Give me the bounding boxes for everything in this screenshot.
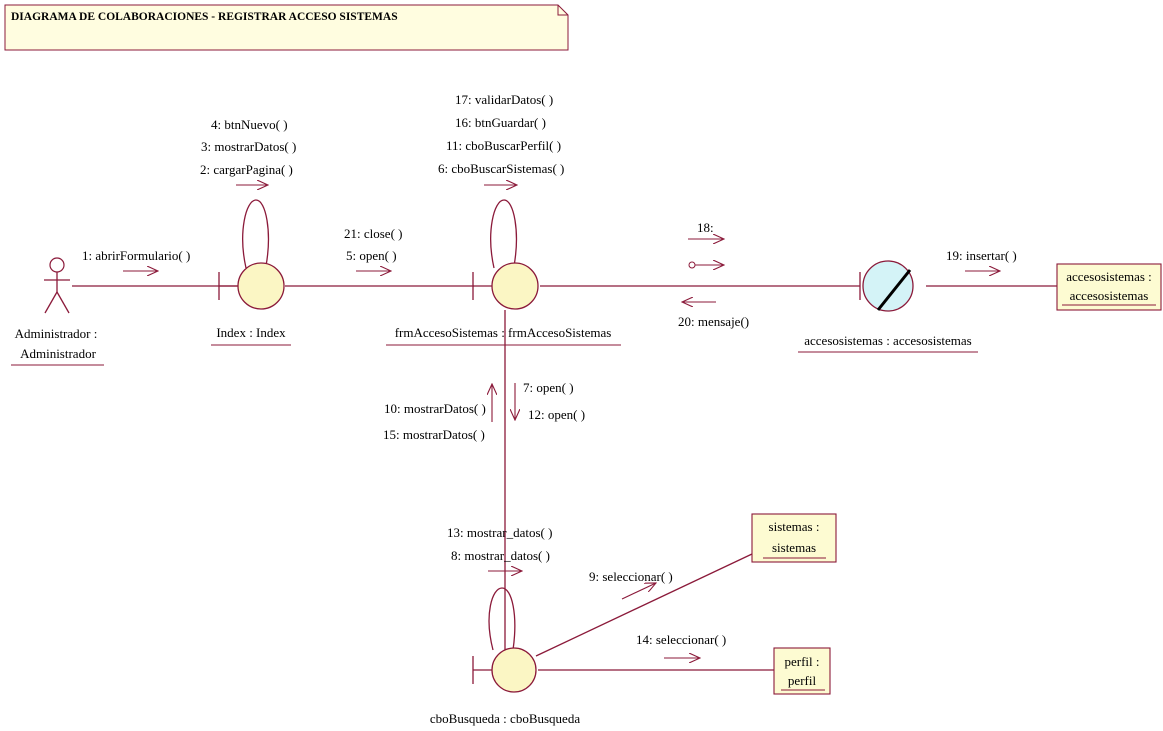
table-perfil-name: perfil : <box>784 654 819 669</box>
actor-name: Administrador : <box>15 326 98 341</box>
actor-type: Administrador <box>20 346 96 361</box>
msg-label-6: 6: cboBuscarSistemas( ) <box>438 161 564 176</box>
msg-label-7: 7: open( ) <box>523 380 574 395</box>
msg-label-15: 15: mostrarDatos( ) <box>383 427 485 442</box>
table-accesosistemas-type: accesosistemas <box>1070 288 1149 303</box>
msg-label-21: 21: close( ) <box>344 226 402 241</box>
table-accesosistemas: accesosistemas : accesosistemas <box>1056 263 1162 311</box>
msg-label-2: 2: cargarPagina( ) <box>200 162 293 177</box>
diagram-title-note: DIAGRAMA DE COLABORACIONES - REGISTRAR A… <box>4 4 569 51</box>
msg-label-18: 18: <box>697 220 714 235</box>
msg-label-17: 17: validarDatos( ) <box>455 92 553 107</box>
msg-label-20: 20: mensaje() <box>678 314 749 329</box>
msg-label-11: 11: cboBuscarPerfil( ) <box>446 138 561 153</box>
cbo-boundary-object <box>472 647 537 693</box>
msg-label-5: 5: open( ) <box>346 248 397 263</box>
msg-label-4: 4: btnNuevo( ) <box>211 117 288 132</box>
msg-label-16: 16: btnGuardar( ) <box>455 115 546 130</box>
self-link-index <box>242 199 269 269</box>
self-link-cbo <box>488 587 516 651</box>
msg-label-1: 1: abrirFormulario( ) <box>82 248 190 263</box>
msg-label-12: 12: open( ) <box>528 407 585 422</box>
cbo-label: cboBusqueda : cboBusqueda <box>430 711 580 726</box>
frm-label: frmAccesoSistemas : frmAccesoSistemas <box>395 325 612 340</box>
frm-boundary-object <box>472 262 539 310</box>
entity-accesosistemas-object <box>859 260 914 312</box>
entity-label: accesosistemas : accesosistemas <box>804 333 972 348</box>
msg-label-3: 3: mostrarDatos( ) <box>201 139 296 154</box>
table-perfil-type: perfil <box>788 673 817 688</box>
table-sistemas: sistemas : sistemas <box>751 513 837 563</box>
msg-label-19: 19: insertar( ) <box>946 248 1017 263</box>
table-sistemas-name: sistemas : <box>769 519 820 534</box>
msg-label-9: 9: seleccionar( ) <box>589 569 673 584</box>
link-cbo-sistemas <box>535 553 753 657</box>
msg-label-14: 14: seleccionar( ) <box>636 632 726 647</box>
msg-label-8: 8: mostrar_datos( ) <box>451 548 550 563</box>
index-boundary-object <box>218 262 285 310</box>
table-perfil: perfil : perfil <box>773 647 831 695</box>
msg-arrow-18-return <box>688 262 724 268</box>
actor-administrador <box>44 257 70 314</box>
index-label: Index : Index <box>216 325 286 340</box>
table-sistemas-type: sistemas <box>772 540 816 555</box>
msg-arrow-9 <box>621 583 656 600</box>
table-accesosistemas-name: accesosistemas : <box>1066 269 1152 284</box>
diagram-title: DIAGRAMA DE COLABORACIONES - REGISTRAR A… <box>11 11 398 23</box>
msg-label-10: 10: mostrarDatos( ) <box>384 401 486 416</box>
self-link-frm <box>490 199 517 269</box>
msg-label-13: 13: mostrar_datos( ) <box>447 525 552 540</box>
